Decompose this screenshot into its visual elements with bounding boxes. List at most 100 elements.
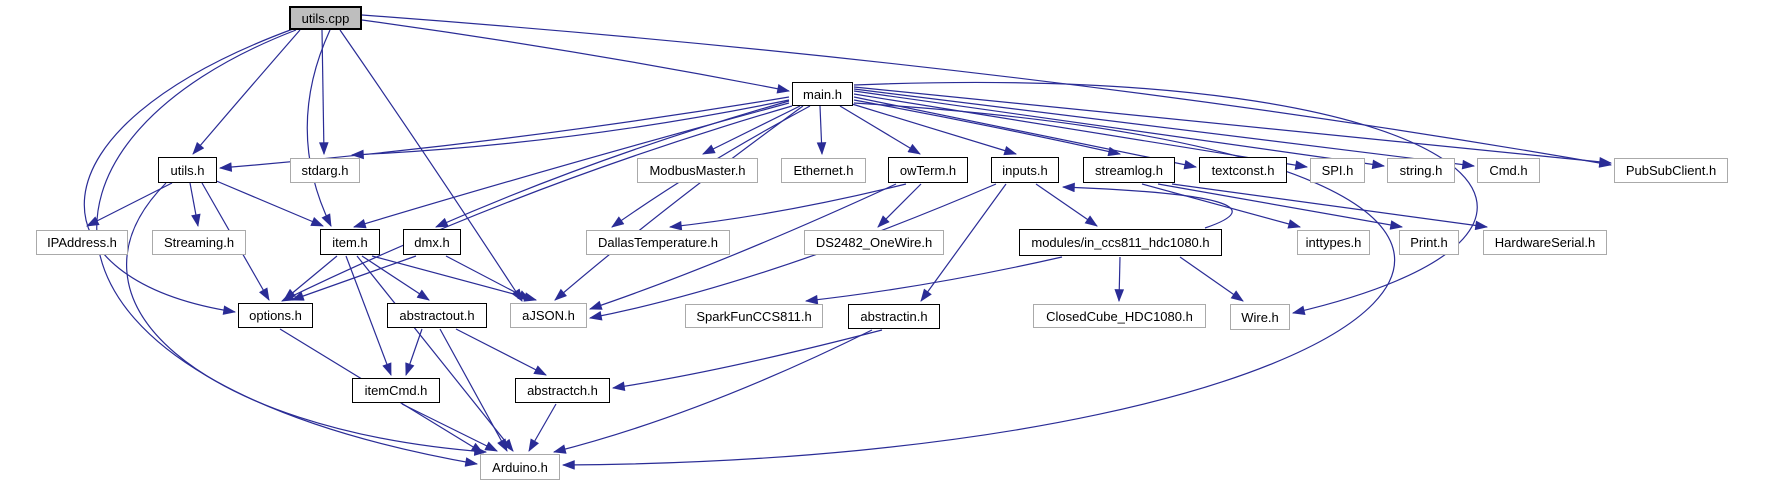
include-edge-modules/in_ccs811_hdc1080.h-to-Wire.h [1179, 256, 1244, 302]
include-edge-utils.cpp-to-utils.h [192, 29, 301, 155]
node-dallastemperature-h: DallasTemperature.h [586, 230, 730, 255]
node-owterm-h[interactable]: owTerm.h [888, 157, 968, 183]
node-label-streamlog-h: streamlog.h [1095, 162, 1163, 178]
node-label-itemcmd-h: itemCmd.h [364, 383, 428, 398]
node-arduino-h: Arduino.h [480, 454, 560, 480]
include-edge-item.h-to-Arduino.h [356, 255, 514, 452]
include-edge-owTerm.h-to-DallasTemperature.h [668, 183, 907, 231]
include-edge-abstractout.h-to-itemCmd.h [405, 328, 423, 377]
node-label-inttypes-h: inttypes.h [1305, 235, 1362, 250]
include-edge-itemCmd.h-to-Arduino.h [401, 403, 498, 452]
node-label-print-h: Print.h [1410, 235, 1448, 250]
node-label-textconst-h: textconst.h [1211, 162, 1275, 178]
node-label-abstractch-h: abstractch.h [527, 383, 598, 398]
include-edge-utils.h-to-Streaming.h [189, 182, 201, 228]
node-options-h[interactable]: options.h [238, 303, 313, 328]
node-stdarg-h: stdarg.h [290, 158, 360, 183]
include-edge-abstractout.h-to-Arduino.h [439, 328, 508, 452]
include-edge-modules/in_ccs811_hdc1080.h-to-SparkFunCCS811.h [804, 256, 1063, 305]
node-label-wire-h: Wire.h [1241, 309, 1279, 325]
node-modbusmaster-h: ModbusMaster.h [637, 158, 758, 183]
node-label-utils-h: utils.h [170, 162, 205, 178]
node-label-ethernet-h: Ethernet.h [793, 163, 854, 178]
include-edge-modules/in_ccs811_hdc1080.h-to-inputs.h [1061, 182, 1233, 229]
node-abstractin-h[interactable]: abstractin.h [848, 304, 940, 329]
node-closedcube-hdc1080-h: ClosedCube_HDC1080.h [1033, 304, 1206, 328]
node-main-h[interactable]: main.h [792, 82, 853, 106]
node-ajson-h: aJSON.h [510, 303, 587, 328]
include-edge-main.h-to-textconst.h [853, 96, 1198, 170]
node-label-ds2482-onewire-h: DS2482_OneWire.h [815, 235, 933, 250]
include-edge-owTerm.h-to-DS2482_OneWire.h [877, 183, 922, 228]
node-label-string-h: string.h [1399, 163, 1443, 178]
node-utils-h[interactable]: utils.h [158, 157, 217, 183]
include-edge-utils.cpp-to-item.h [306, 29, 332, 227]
include-edge-main.h-to-string.h [853, 90, 1386, 170]
node-inputs-h[interactable]: inputs.h [991, 157, 1059, 183]
include-edge-main.h-to-Ethernet.h [816, 105, 827, 156]
node-hardwareserial-h: HardwareSerial.h [1483, 230, 1607, 255]
node-label-utils-cpp: utils.cpp [301, 10, 350, 26]
include-edge-dmx.h-to-options.h [290, 255, 417, 301]
include-edge-main.h-to-PubSubClient.h [853, 86, 1613, 167]
node-label-dallastemperature-h: DallasTemperature.h [598, 235, 718, 250]
node-modules-in-ccs811-hdc1080-h[interactable]: modules/in_ccs811_hdc1080.h [1019, 229, 1222, 256]
node-label-closedcube-hdc1080-h: ClosedCube_HDC1080.h [1046, 308, 1193, 324]
node-streamlog-h[interactable]: streamlog.h [1083, 157, 1175, 183]
node-label-sparkfunccs811-h: SparkFunCCS811.h [696, 308, 812, 324]
include-edge-utils.h-to-item.h [213, 179, 324, 227]
node-itemcmd-h[interactable]: itemCmd.h [352, 378, 440, 403]
node-string-h: string.h [1387, 158, 1455, 183]
node-streaming-h: Streaming.h [152, 230, 246, 255]
include-edge-main.h-to-Cmd.h [853, 88, 1476, 170]
node-label-modbusmaster-h: ModbusMaster.h [649, 163, 746, 178]
node-label-spi-h: SPI.h [1321, 163, 1354, 178]
include-edge-utils.cpp-to-PubSubClient.h [361, 14, 1613, 168]
include-edge-abstractout.h-to-abstractch.h [455, 328, 547, 376]
node-label-main-h: main.h [802, 86, 843, 102]
node-ethernet-h: Ethernet.h [781, 158, 866, 183]
node-abstractch-h[interactable]: abstractch.h [515, 378, 610, 403]
include-edge-utils.h-to-Arduino.h [125, 182, 488, 456]
include-edge-main.h-to-aJSON.h [554, 105, 804, 301]
node-abstractout-h[interactable]: abstractout.h [387, 303, 487, 328]
node-label-modules-in-ccs811-hdc1080-h: modules/in_ccs811_hdc1080.h [1031, 235, 1210, 250]
node-dmx-h[interactable]: dmx.h [403, 229, 461, 255]
include-edge-main.h-to-options.h [281, 105, 793, 302]
node-label-stdarg-h: stdarg.h [301, 163, 349, 178]
node-label-owterm-h: owTerm.h [899, 162, 957, 178]
node-wire-h: Wire.h [1230, 304, 1290, 330]
node-label-streaming-h: Streaming.h [163, 235, 235, 250]
node-label-ipaddress-h: IPAddress.h [47, 235, 117, 250]
node-label-pubsubclient-h: PubSubClient.h [1625, 163, 1717, 178]
include-edge-utils.h-to-IPAddress.h [86, 182, 173, 227]
include-edge-item.h-to-abstractout.h [361, 255, 430, 301]
node-label-abstractin-h: abstractin.h [860, 309, 928, 324]
node-textconst-h[interactable]: textconst.h [1199, 157, 1287, 183]
include-edge-main.h-to-stdarg.h [350, 99, 790, 160]
node-utils-cpp: utils.cpp [289, 6, 362, 30]
include-edge-inputs.h-to-modules/in_ccs811_hdc1080.h [1035, 183, 1098, 227]
include-edge-main.h-to-inputs.h [851, 103, 1018, 156]
include-edge-inputs.h-to-abstractin.h [920, 183, 1007, 302]
node-item-h[interactable]: item.h [320, 229, 380, 255]
node-label-hardwareserial-h: HardwareSerial.h [1494, 235, 1596, 250]
include-edge-streamlog.h-to-inttypes.h [1141, 183, 1302, 229]
include-edge-utils.cpp-to-Arduino.h [96, 29, 479, 467]
node-label-inputs-h: inputs.h [1002, 162, 1048, 178]
include-edge-streamlog.h-to-Print.h [1157, 183, 1404, 230]
include-edge-abstractin.h-to-abstractch.h [611, 329, 883, 392]
node-label-dmx-h: dmx.h [414, 234, 450, 250]
node-pubsubclient-h: PubSubClient.h [1614, 158, 1728, 183]
node-sparkfunccs811-h: SparkFunCCS811.h [685, 304, 823, 328]
include-edge-main.h-to-Wire.h [853, 81, 1478, 316]
node-ipaddress-h: IPAddress.h [36, 230, 128, 255]
include-edge-inputs.h-to-aJSON.h [588, 183, 997, 321]
node-label-cmd-h: Cmd.h [1489, 163, 1528, 178]
node-label-options-h: options.h [249, 308, 302, 323]
node-spi-h: SPI.h [1310, 158, 1365, 183]
include-edge-modules/in_ccs811_hdc1080.h-to-ClosedCube_HDC1080.h [1114, 256, 1125, 303]
include-edge-abstractch.h-to-Arduino.h [528, 403, 557, 452]
include-edge-owTerm.h-to-aJSON.h [588, 183, 897, 310]
